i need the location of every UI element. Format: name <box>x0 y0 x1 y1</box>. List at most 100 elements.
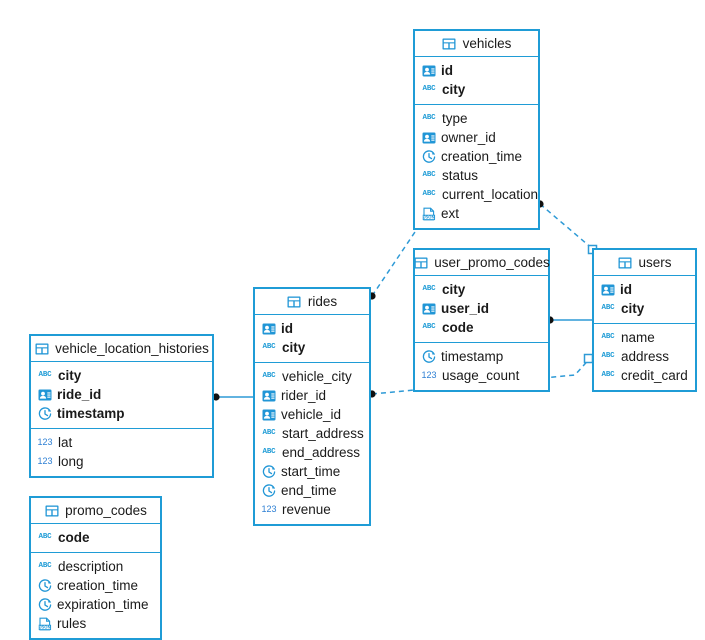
column-label: status <box>442 167 479 183</box>
column-row[interactable]: start_time <box>255 462 369 481</box>
table-icon <box>617 255 632 270</box>
column-row[interactable]: creation_time <box>31 576 160 595</box>
table-icon <box>34 341 49 356</box>
number-icon: 123 <box>421 370 437 380</box>
column-row[interactable]: creation_time <box>415 147 538 166</box>
clock-icon <box>37 406 52 421</box>
column-row[interactable]: end_time <box>255 481 369 500</box>
column-row[interactable]: ABC type <box>415 109 538 128</box>
key-id-icon <box>600 282 615 297</box>
table-header[interactable]: rides <box>255 289 369 315</box>
abc-icon: ABC <box>601 332 615 341</box>
column-label: start_address <box>282 425 364 441</box>
json-icon: JSON <box>421 206 436 221</box>
column-row[interactable]: JSON ext <box>415 204 538 223</box>
primary-key-row[interactable]: timestamp <box>31 404 212 423</box>
number-icon: 123 <box>261 504 277 514</box>
column-label: code <box>442 319 474 335</box>
abc-icon: ABC <box>422 113 436 122</box>
column-label: long <box>58 453 84 469</box>
column-row[interactable]: 123 revenue <box>255 500 369 519</box>
primary-key-row[interactable]: id <box>415 61 538 80</box>
column-label: timestamp <box>57 405 125 421</box>
svg-text:JSON: JSON <box>423 214 434 219</box>
key-id-icon <box>421 301 436 316</box>
abc-icon: ABC <box>38 370 52 379</box>
clock-icon <box>421 349 436 364</box>
primary-key-row[interactable]: ABC city <box>31 366 212 385</box>
column-label: id <box>441 62 453 78</box>
primary-key-row[interactable]: id <box>255 319 369 338</box>
column-label: owner_id <box>441 129 496 145</box>
primary-key-row[interactable]: user_id <box>415 299 548 318</box>
table-name: vehicle_location_histories <box>55 340 209 356</box>
table-header[interactable]: vehicle_location_histories <box>31 336 212 362</box>
column-label: end_address <box>282 444 361 460</box>
column-label: creation_time <box>441 148 523 164</box>
column-row[interactable]: vehicle_id <box>255 405 369 424</box>
table-header[interactable]: vehicles <box>415 31 538 57</box>
abc-icon: ABC <box>262 342 276 351</box>
primary-key-row[interactable]: id <box>594 280 695 299</box>
key-id-icon <box>261 321 276 336</box>
column-label: type <box>442 110 468 126</box>
column-row[interactable]: rider_id <box>255 386 369 405</box>
column-row[interactable]: ABC status <box>415 166 538 185</box>
column-label: city <box>282 339 306 355</box>
abc-icon: ABC <box>422 84 436 93</box>
primary-key-row[interactable]: ride_id <box>31 385 212 404</box>
abc-icon: ABC <box>262 428 276 437</box>
table-icon <box>287 294 302 309</box>
primary-key-row[interactable]: ABC city <box>415 80 538 99</box>
column-row[interactable]: owner_id <box>415 128 538 147</box>
column-label: start_time <box>281 463 341 479</box>
key-id-icon <box>421 130 436 145</box>
table-header[interactable]: users <box>594 250 695 276</box>
column-label: revenue <box>282 501 331 517</box>
clock-icon <box>37 597 52 612</box>
table-header[interactable]: promo_codes <box>31 498 160 524</box>
column-row[interactable]: ABC start_address <box>255 424 369 443</box>
table-icon <box>44 503 59 518</box>
column-row[interactable]: expiration_time <box>31 595 160 614</box>
column-label: user_id <box>441 300 490 316</box>
column-label: code <box>58 529 90 545</box>
column-label: ext <box>441 205 460 221</box>
column-label: rider_id <box>281 387 327 403</box>
column-label: credit_card <box>621 367 688 383</box>
column-label: vehicle_id <box>281 406 342 422</box>
column-label: city <box>442 81 466 97</box>
table-header[interactable]: user_promo_codes <box>414 250 550 276</box>
clock-icon <box>37 578 52 593</box>
column-label: city <box>58 367 82 383</box>
primary-key-row[interactable]: ABC city <box>255 338 369 357</box>
abc-icon: ABC <box>422 170 436 179</box>
column-row[interactable]: timestamp <box>415 347 548 366</box>
